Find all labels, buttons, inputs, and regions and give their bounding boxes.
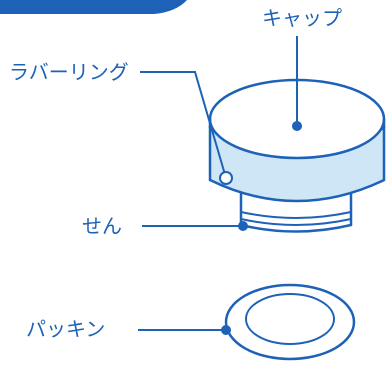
rubber-marker-dot bbox=[219, 171, 233, 185]
label-rubber-ring: ラバーリング bbox=[9, 60, 129, 84]
leader-rubber bbox=[140, 71, 227, 179]
plug-marker-dot bbox=[238, 221, 248, 231]
plug-thread-2 bbox=[240, 218, 352, 226]
cap-marker-dot bbox=[292, 121, 302, 131]
leader-lines bbox=[138, 36, 298, 331]
packing-marker-dot bbox=[221, 325, 231, 335]
plug-thread-1 bbox=[240, 211, 352, 219]
label-cap: キャップ bbox=[262, 6, 342, 30]
packing-ring bbox=[224, 283, 356, 361]
packing-inner bbox=[245, 293, 335, 345]
label-plug: せん bbox=[82, 214, 122, 238]
header-bar bbox=[0, 0, 187, 14]
label-packing: パッキン bbox=[26, 317, 106, 341]
